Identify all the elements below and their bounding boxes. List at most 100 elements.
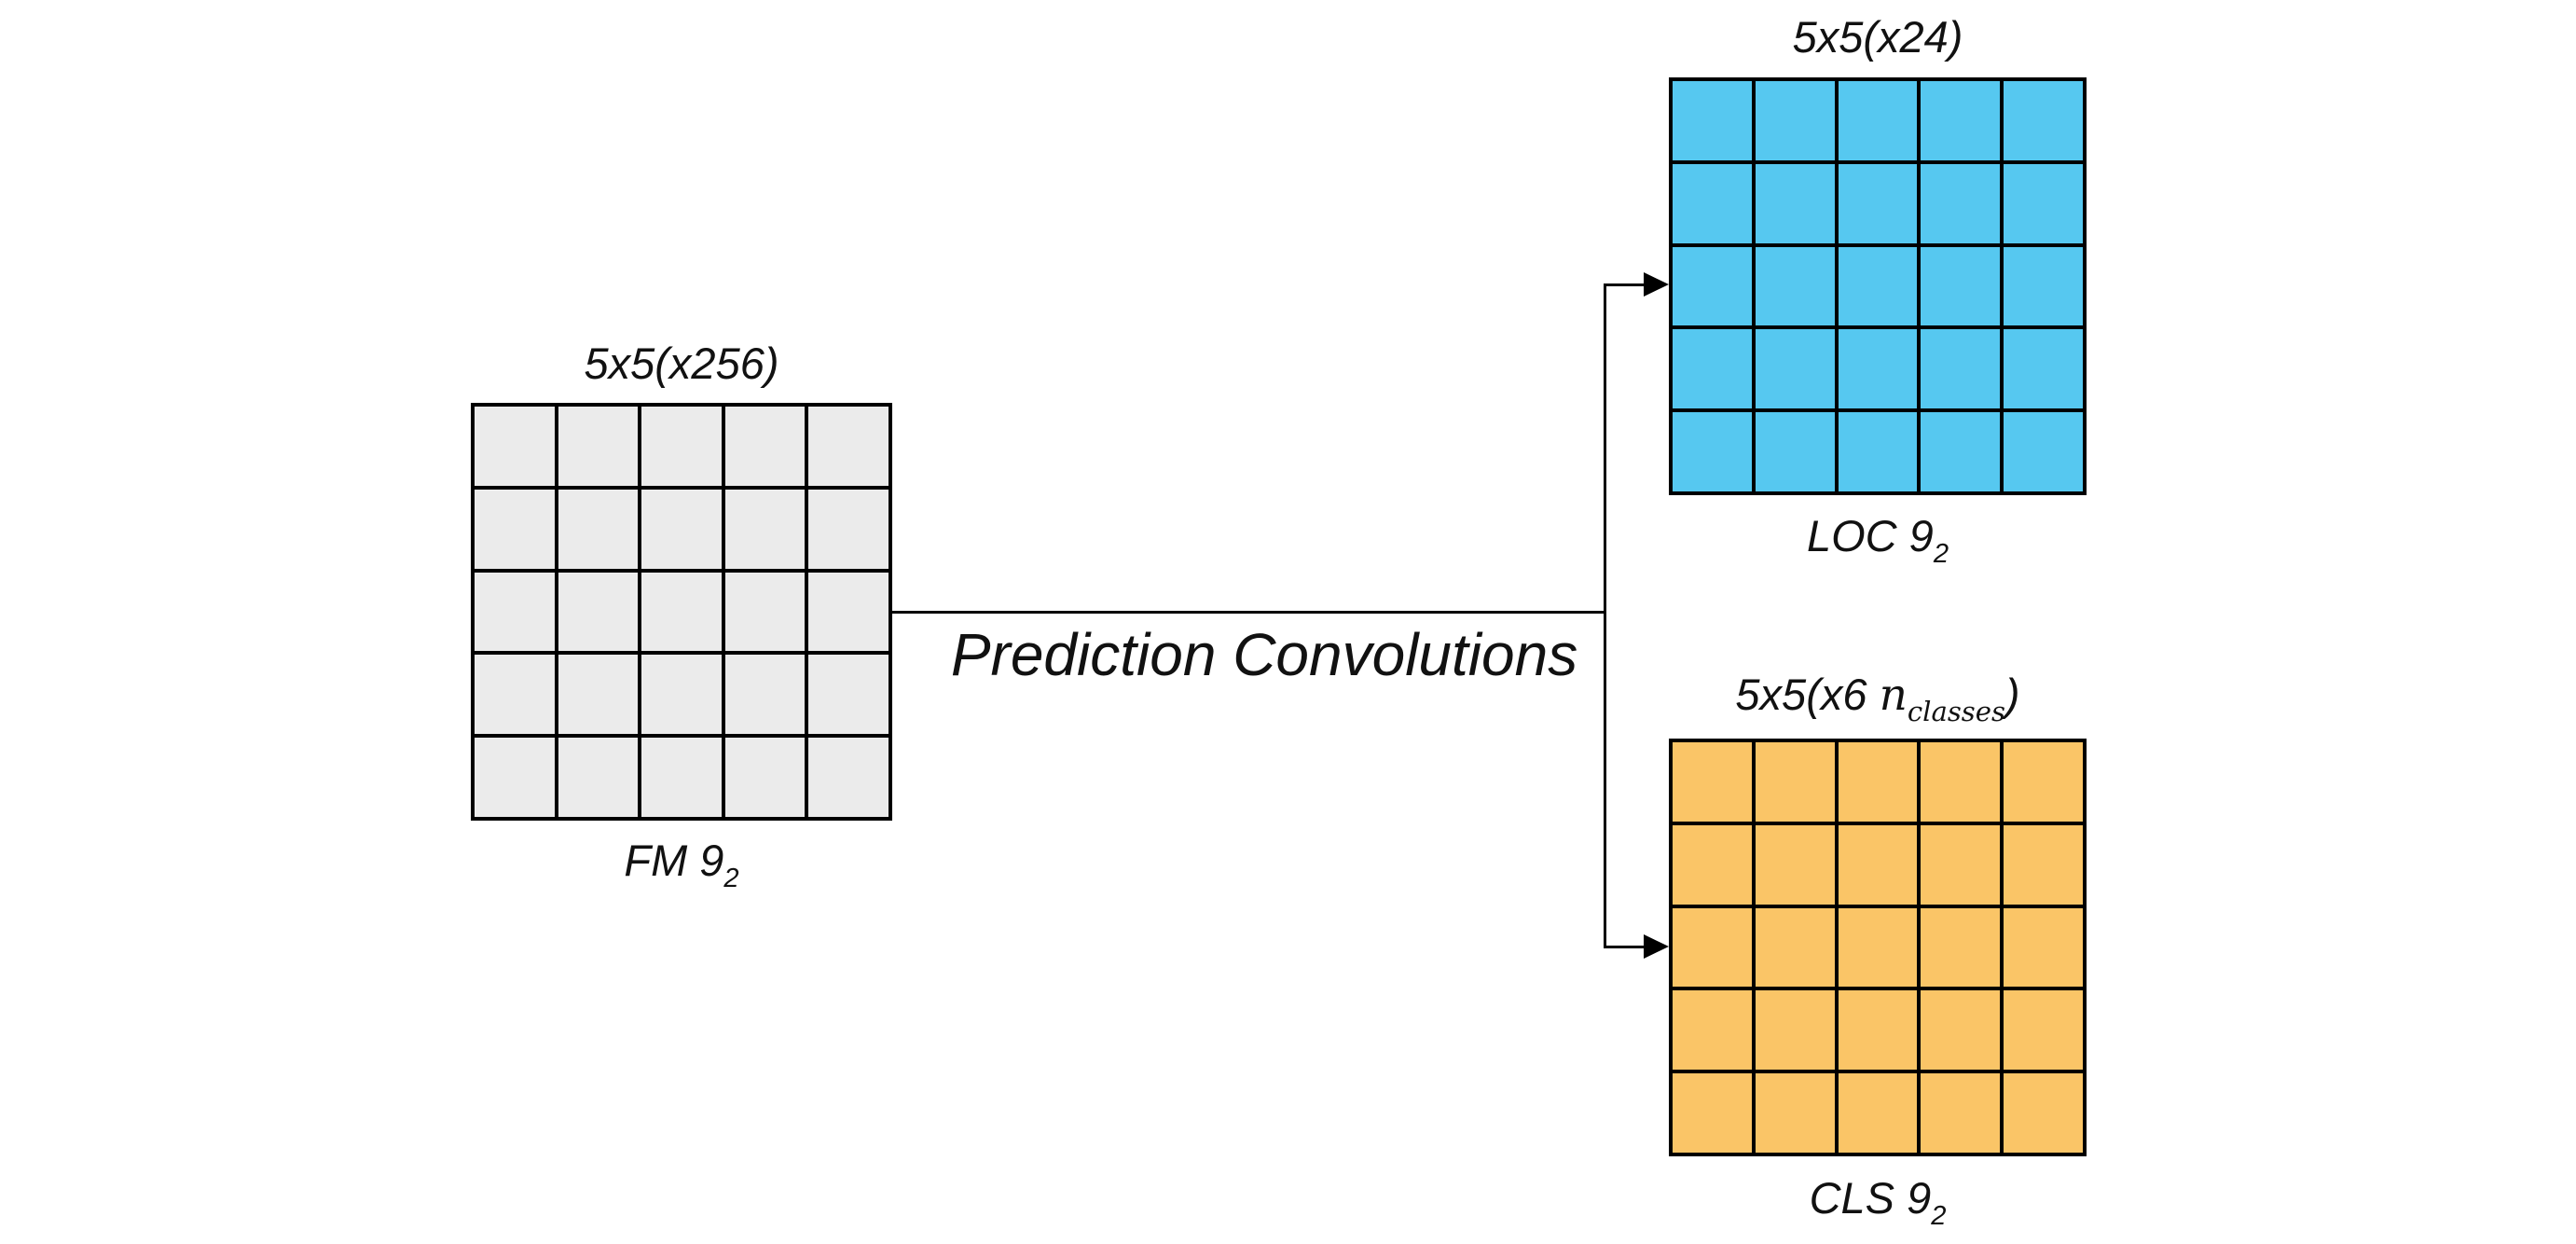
grid-cell (1673, 1073, 1752, 1153)
grid-cell (2004, 246, 2083, 326)
grid-cell (1921, 246, 2001, 326)
grid-cell (1673, 329, 1752, 409)
grid-cell (808, 572, 889, 652)
grid-cell (1673, 163, 1752, 243)
grid-cell (1838, 246, 1918, 326)
cls-grid (1669, 739, 2087, 1156)
cls-grid-dimensions-suffix: ) (2004, 670, 2020, 719)
grid-cell (641, 407, 722, 486)
grid-cell (1673, 246, 1752, 326)
fm-grid (471, 403, 892, 821)
grid-cell (724, 407, 806, 486)
grid-cell (1838, 1073, 1918, 1153)
connector-loc-branch-line (1604, 283, 1645, 286)
grid-cell (1755, 742, 1835, 822)
grid-cell (1838, 412, 1918, 491)
grid-cell (2004, 329, 2083, 409)
loc-grid-bottom-label: LOC 92 (1807, 511, 1949, 571)
connector-main-horizontal-line (891, 611, 1605, 614)
grid-cell (808, 655, 889, 735)
grid-cell (641, 655, 722, 735)
grid-cell (808, 738, 889, 817)
grid-cell (724, 572, 806, 652)
connector-cls-branch-line (1604, 946, 1645, 948)
grid-cell (641, 572, 722, 652)
grid-cell (2004, 824, 2083, 905)
grid-cell (1921, 81, 2001, 160)
grid-cell (475, 655, 555, 735)
grid-cell (2004, 990, 2083, 1071)
loc-grid (1669, 77, 2087, 495)
fm-grid-top-label: 5x5(x256) (585, 339, 779, 389)
grid-cell (475, 407, 555, 486)
grid-cell (724, 489, 806, 569)
cls-grid-nclasses-subscript: classes (1907, 696, 2005, 728)
cls-arrowhead-icon (1644, 934, 1669, 959)
grid-cell (2004, 907, 2083, 988)
grid-cell (1921, 412, 2001, 491)
loc-grid-name-text: LOC 9 (1806, 511, 1934, 560)
grid-cell (2004, 163, 2083, 243)
grid-cell (1838, 742, 1918, 822)
grid-cell (1673, 907, 1752, 988)
grid-cell (724, 655, 806, 735)
loc-grid-name-subscript: 2 (1933, 539, 1949, 570)
grid-cell (1838, 329, 1918, 409)
grid-cell (2004, 742, 2083, 822)
grid-cell (1921, 1073, 2001, 1153)
grid-cell (1921, 329, 2001, 409)
grid-cell (1838, 81, 1918, 160)
grid-cell (1673, 742, 1752, 822)
grid-cell (1755, 246, 1835, 326)
grid-cell (1673, 824, 1752, 905)
grid-cell (1673, 412, 1752, 491)
connector-vertical-line (1604, 283, 1606, 948)
grid-cell (1755, 907, 1835, 988)
grid-cell (2004, 81, 2083, 160)
grid-cell (1755, 1073, 1835, 1153)
cls-grid-nclasses-variable: n (1879, 670, 1908, 721)
fm-grid-name-subscript: 2 (723, 864, 739, 894)
grid-cell (1921, 990, 2001, 1071)
grid-cell (641, 738, 722, 817)
grid-cell (1755, 824, 1835, 905)
cls-grid-name-subscript: 2 (1931, 1201, 1947, 1232)
grid-cell (641, 489, 722, 569)
grid-cell (558, 572, 639, 652)
grid-cell (1838, 824, 1918, 905)
grid-cell (1755, 412, 1835, 491)
grid-cell (1755, 990, 1835, 1071)
grid-cell (1921, 907, 2001, 988)
cls-grid-top-label: 5x5(x6 nclasses) (1735, 670, 2019, 728)
grid-cell (1838, 990, 1918, 1071)
grid-cell (558, 655, 639, 735)
grid-cell (2004, 412, 2083, 491)
grid-cell (475, 572, 555, 652)
grid-cell (558, 738, 639, 817)
grid-cell (1838, 907, 1918, 988)
grid-cell (808, 407, 889, 486)
fm-grid-bottom-label: FM 92 (624, 836, 738, 895)
grid-cell (1921, 824, 2001, 905)
cls-grid-bottom-label: CLS 92 (1810, 1173, 1947, 1233)
grid-cell (1921, 742, 2001, 822)
grid-cell (1673, 81, 1752, 160)
loc-arrowhead-icon (1644, 272, 1669, 297)
cls-grid-name-text: CLS 9 (1809, 1173, 1932, 1223)
grid-cell (475, 738, 555, 817)
cls-grid-dimensions-prefix: 5x5(x6 (1735, 670, 1880, 719)
fm-grid-dimensions-text: 5x5(x256) (584, 339, 779, 388)
loc-grid-top-label: 5x5(x24) (1793, 12, 1963, 62)
prediction-convolutions-label: Prediction Convolutions (950, 621, 1578, 688)
grid-cell (808, 489, 889, 569)
grid-cell (1921, 163, 2001, 243)
grid-cell (1838, 163, 1918, 243)
grid-cell (1673, 990, 1752, 1071)
fm-grid-name-text: FM 9 (624, 836, 724, 885)
loc-grid-dimensions-text: 5x5(x24) (1792, 12, 1963, 62)
grid-cell (2004, 1073, 2083, 1153)
grid-cell (1755, 81, 1835, 160)
grid-cell (558, 407, 639, 486)
grid-cell (475, 489, 555, 569)
